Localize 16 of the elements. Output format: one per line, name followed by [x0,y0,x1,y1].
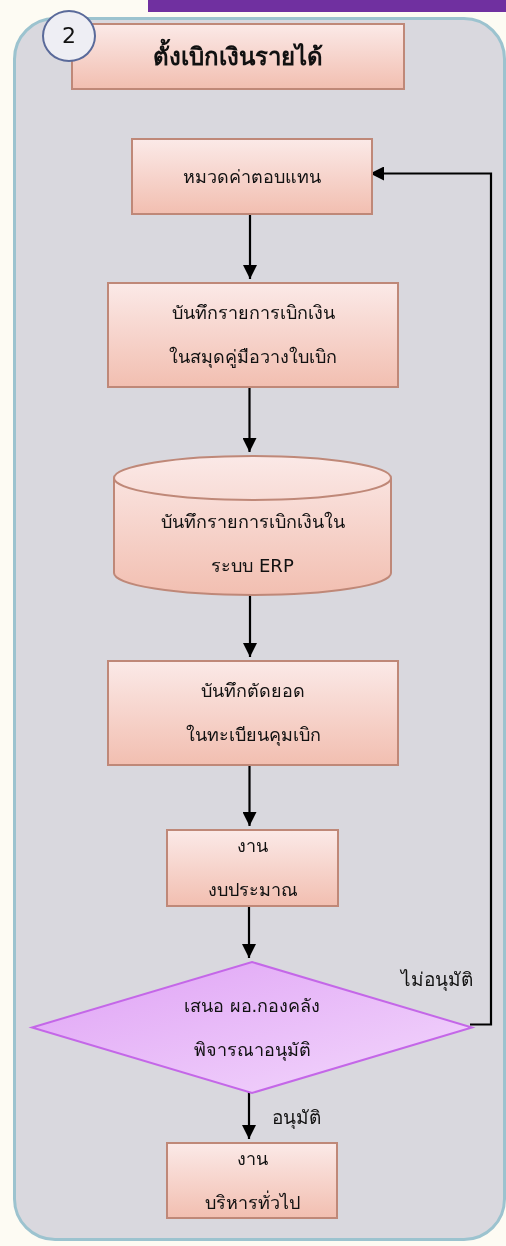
arrow [370,166,493,1026]
panel-background [13,17,506,1241]
arrow [242,763,257,826]
arrow [242,904,256,958]
arrow [242,385,257,452]
edge-label: ไม่อนุมัติ [401,966,473,991]
process-box: บันทึกตัดยอด ในทะเบียนคุมเบิก [107,660,399,766]
step-number-circle: 2 [42,10,96,62]
process-box: งาน งบประมาณ [166,829,339,907]
arrow [242,1091,256,1139]
process-box: บันทึกรายการเบิกเงิน ในสมุดคู่มือวางใบเบิก [107,282,399,388]
arrow [243,212,257,279]
arrow [243,593,257,657]
database-cylinder: บันทึกรายการเบิกเงินใน ระบบ ERP [113,455,392,596]
process-box: งาน บริหารทั่วไป [166,1142,338,1219]
process-box: หมวดค่าตอบแทน [131,138,373,215]
